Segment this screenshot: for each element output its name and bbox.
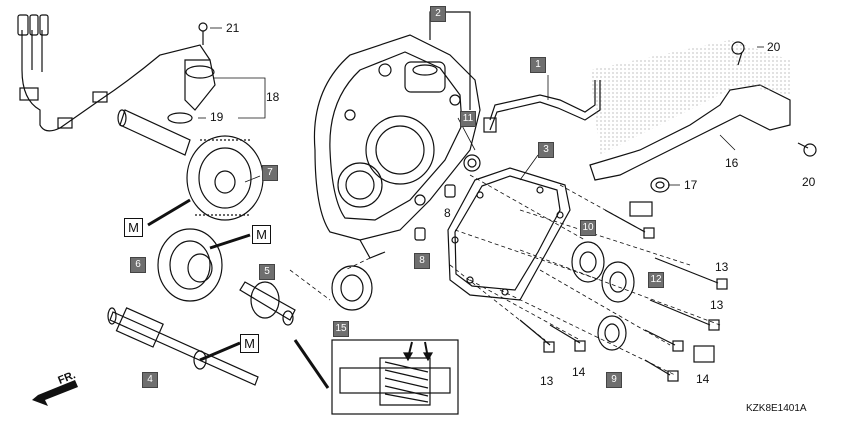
front-direction-arrow — [32, 380, 78, 406]
gear-6 — [157, 228, 223, 302]
label-box-2: 2 — [430, 6, 446, 22]
label-17: 17 — [684, 178, 698, 192]
label-box-9: 9 — [606, 372, 622, 388]
transmission-case — [313, 11, 481, 259]
shaft-5 — [239, 281, 296, 326]
label-box-3: 3 — [538, 142, 554, 158]
label-box-6: 6 — [130, 257, 146, 273]
breather-pipe — [483, 80, 601, 133]
label-box-15: 15 — [333, 321, 349, 337]
label-box-11: 11 — [460, 111, 476, 127]
m-marker-shaft-4: M — [240, 334, 259, 353]
label-box-7: 7 — [262, 165, 278, 181]
label-19: 19 — [210, 110, 224, 124]
label-box-8: 8 — [414, 253, 430, 269]
label-13-top: 13 — [715, 260, 729, 274]
bolts — [519, 209, 728, 382]
bearings — [331, 154, 653, 351]
label-box-12: 12 — [648, 272, 664, 288]
shaft-4 — [107, 307, 259, 386]
label-13-mid: 13 — [710, 298, 724, 312]
label-14-right: 14 — [696, 372, 710, 386]
gear-shaft-7 — [117, 109, 264, 221]
detail-inset — [293, 339, 459, 415]
m-marker-gear-6: M — [252, 225, 271, 244]
gasket — [447, 167, 571, 301]
label-14-left: 14 — [572, 365, 586, 379]
label-box-5: 5 — [259, 264, 275, 280]
diagram-code: KZK8E1401A — [746, 403, 807, 414]
m-marker-gear-7: M — [124, 218, 143, 237]
label-18: 18 — [266, 90, 280, 104]
m-marker-arrows — [147, 198, 251, 362]
bracket — [589, 40, 817, 193]
speed-sensor-harness — [17, 14, 216, 132]
label-21: 21 — [226, 21, 240, 35]
label-box-4: 4 — [142, 372, 158, 388]
label-box-1: 1 — [530, 57, 546, 73]
label-20-bottom: 20 — [802, 175, 816, 189]
label-20-top: 20 — [767, 40, 781, 54]
label-box-10: 10 — [580, 220, 596, 236]
label-8: 8 — [444, 206, 451, 220]
label-leaders — [198, 27, 764, 186]
label-13-bottom: 13 — [540, 374, 554, 388]
label-16: 16 — [725, 156, 739, 170]
